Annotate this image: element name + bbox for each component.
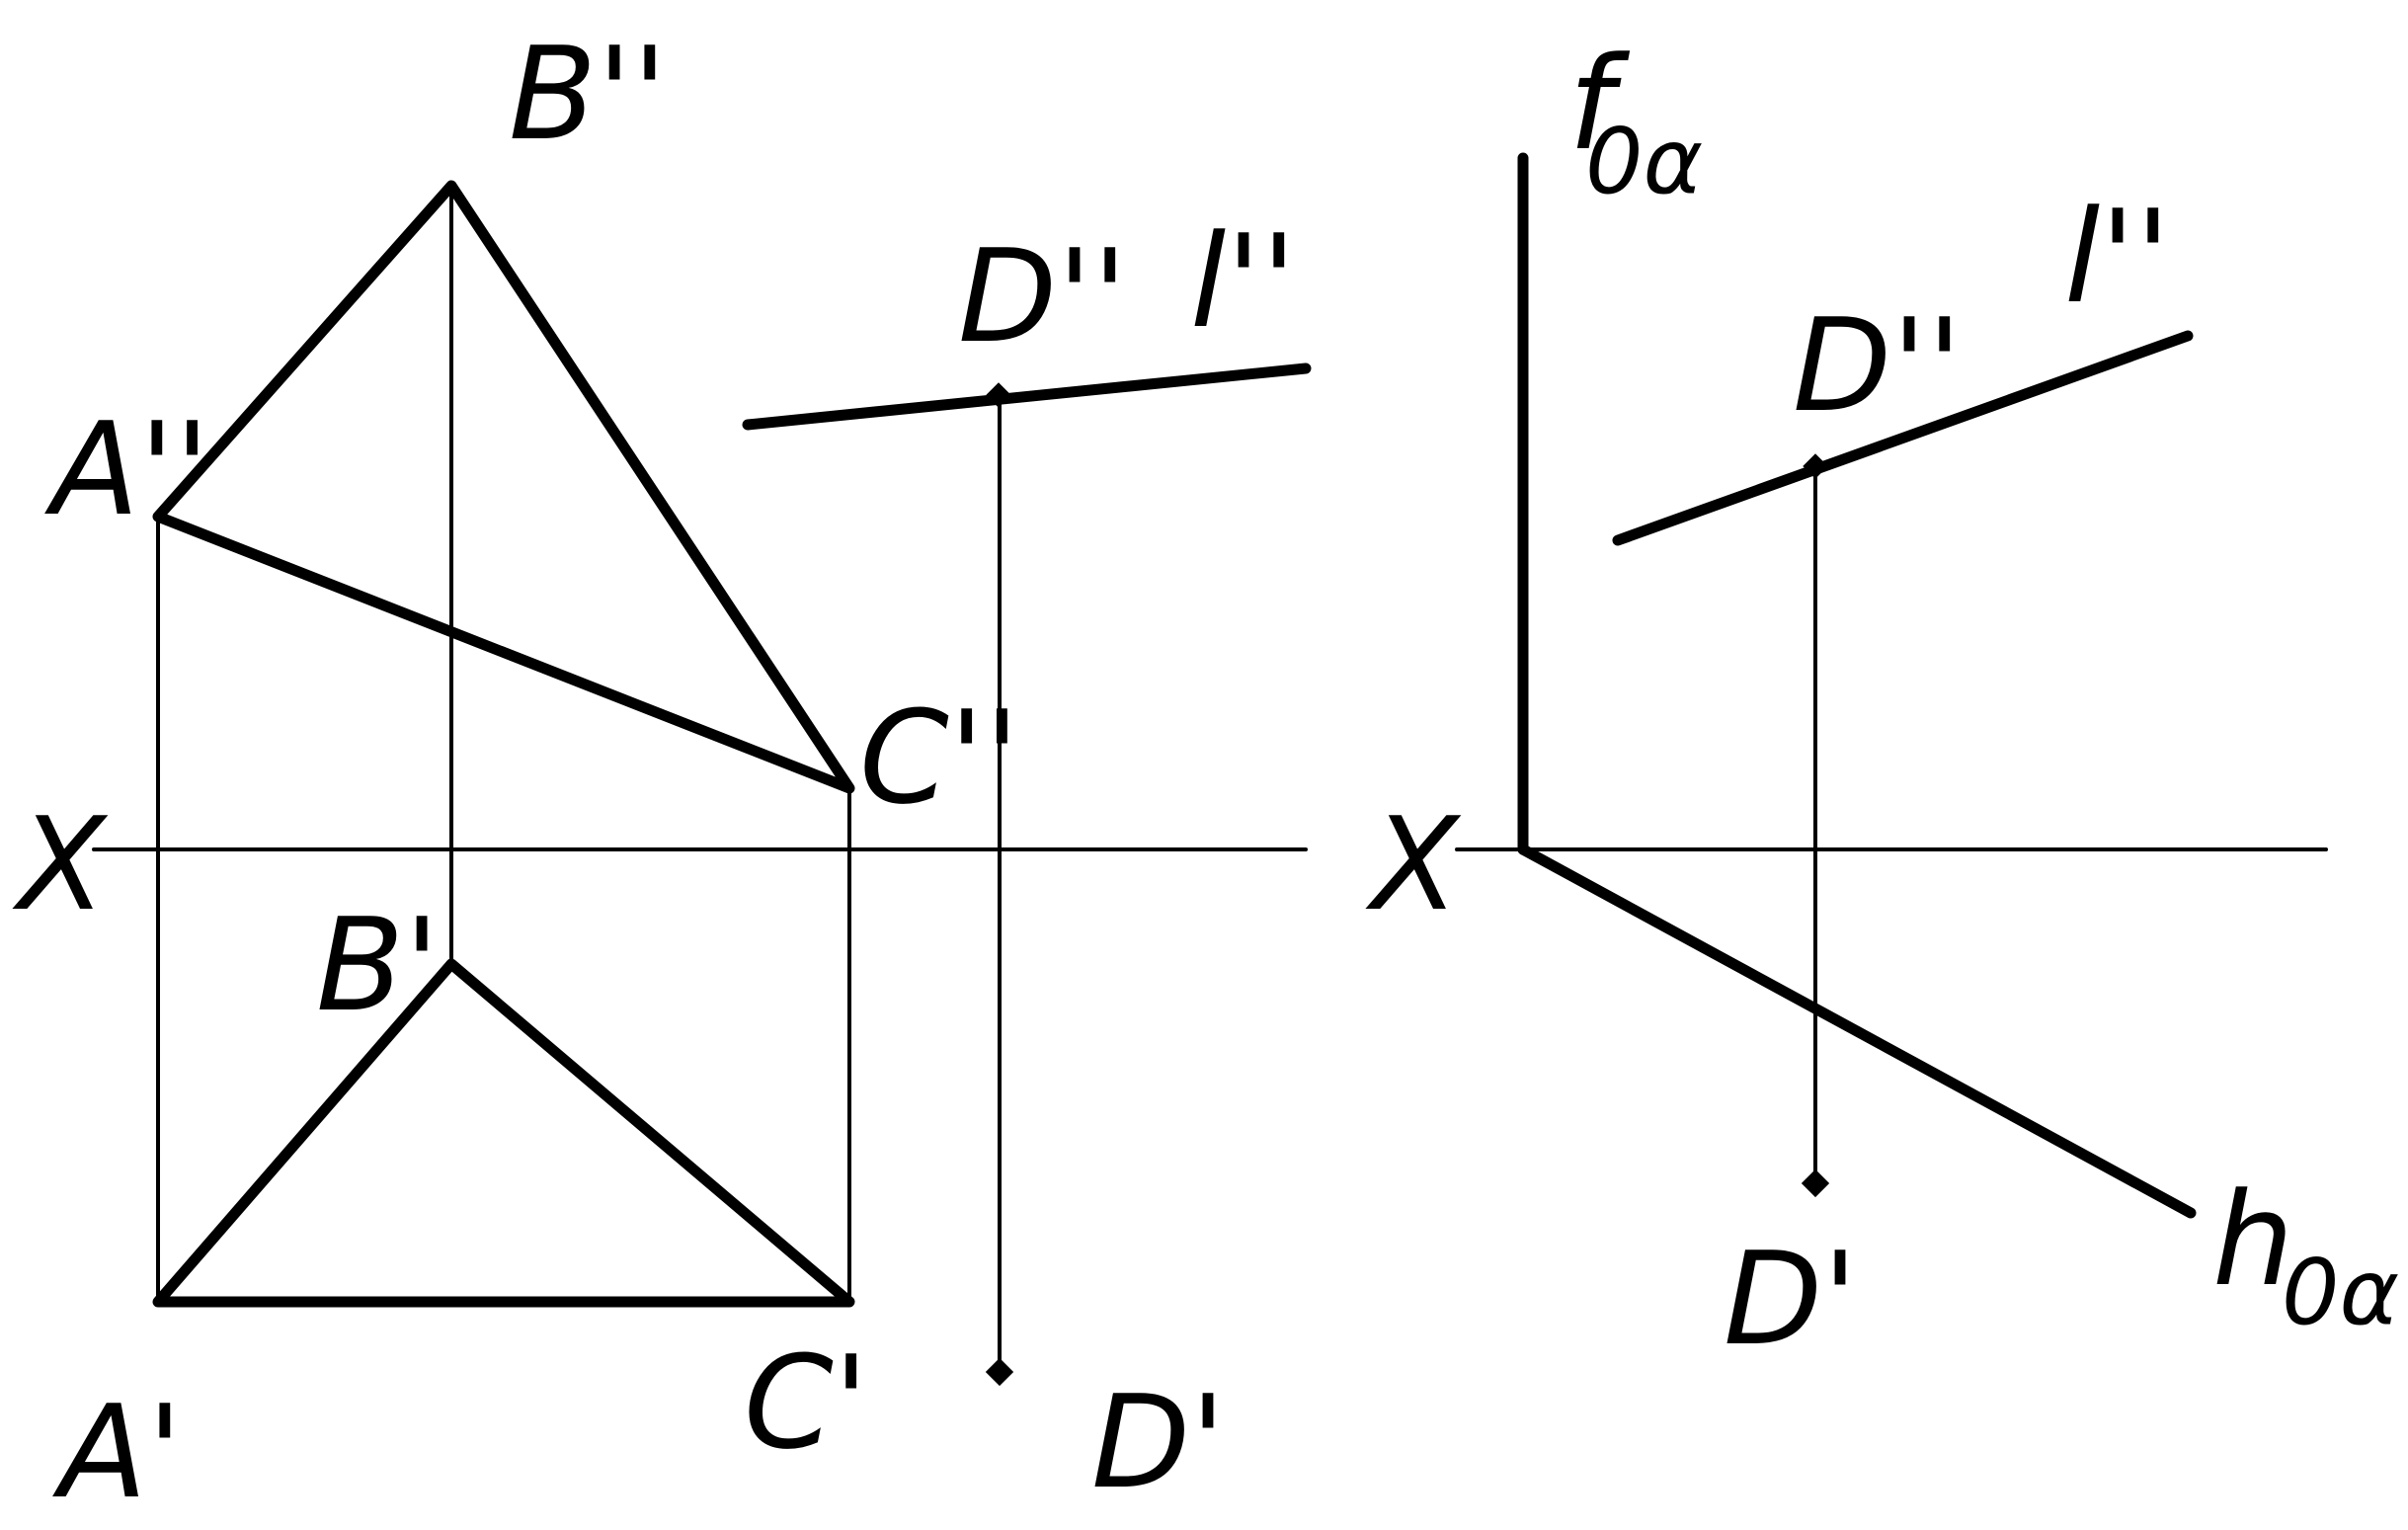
triangle-frontal-projection xyxy=(152,180,855,794)
point-d-frontal-marker xyxy=(986,382,1011,408)
label-l-frontal-right: l'' xyxy=(2064,182,2171,332)
label-x-left: X xyxy=(12,789,109,939)
point-d-horizontal-marker xyxy=(985,1357,1014,1387)
label-c-horizontal: C' xyxy=(744,1328,869,1478)
left-view: B'' A'' C'' D'' l'' X B' A' C' D' xyxy=(12,19,1312,1527)
triangle-horizontal-projection xyxy=(152,958,855,1308)
line-l-frontal-right xyxy=(1612,330,2194,546)
label-f-trace-subscript: 0α xyxy=(1585,109,1703,214)
label-d-horizontal: D' xyxy=(1091,1367,1226,1517)
label-a-frontal: A'' xyxy=(44,394,209,544)
right-view: f 0α D'' l'' X D' h 0α xyxy=(1365,29,2399,1374)
label-b-frontal: B'' xyxy=(509,19,668,169)
label-x-right: X xyxy=(1365,789,1462,939)
label-d-frontal: D'' xyxy=(958,221,1128,371)
label-b-horizontal: B' xyxy=(316,890,440,1040)
label-h-trace: h xyxy=(2212,1165,2293,1315)
trace-h-horizontal xyxy=(1517,844,2197,1219)
label-a-horizontal: A' xyxy=(52,1377,183,1527)
point-d-horizontal-marker-right xyxy=(1801,1168,1830,1198)
label-h-trace-subscript: 0α xyxy=(2282,1240,2399,1345)
label-l-frontal: l'' xyxy=(1190,206,1297,357)
line-l-frontal xyxy=(742,362,1312,431)
label-d-horizontal-right: D' xyxy=(1724,1224,1858,1374)
label-d-frontal-right: D'' xyxy=(1793,290,1963,441)
label-c-frontal: C'' xyxy=(859,683,1019,833)
